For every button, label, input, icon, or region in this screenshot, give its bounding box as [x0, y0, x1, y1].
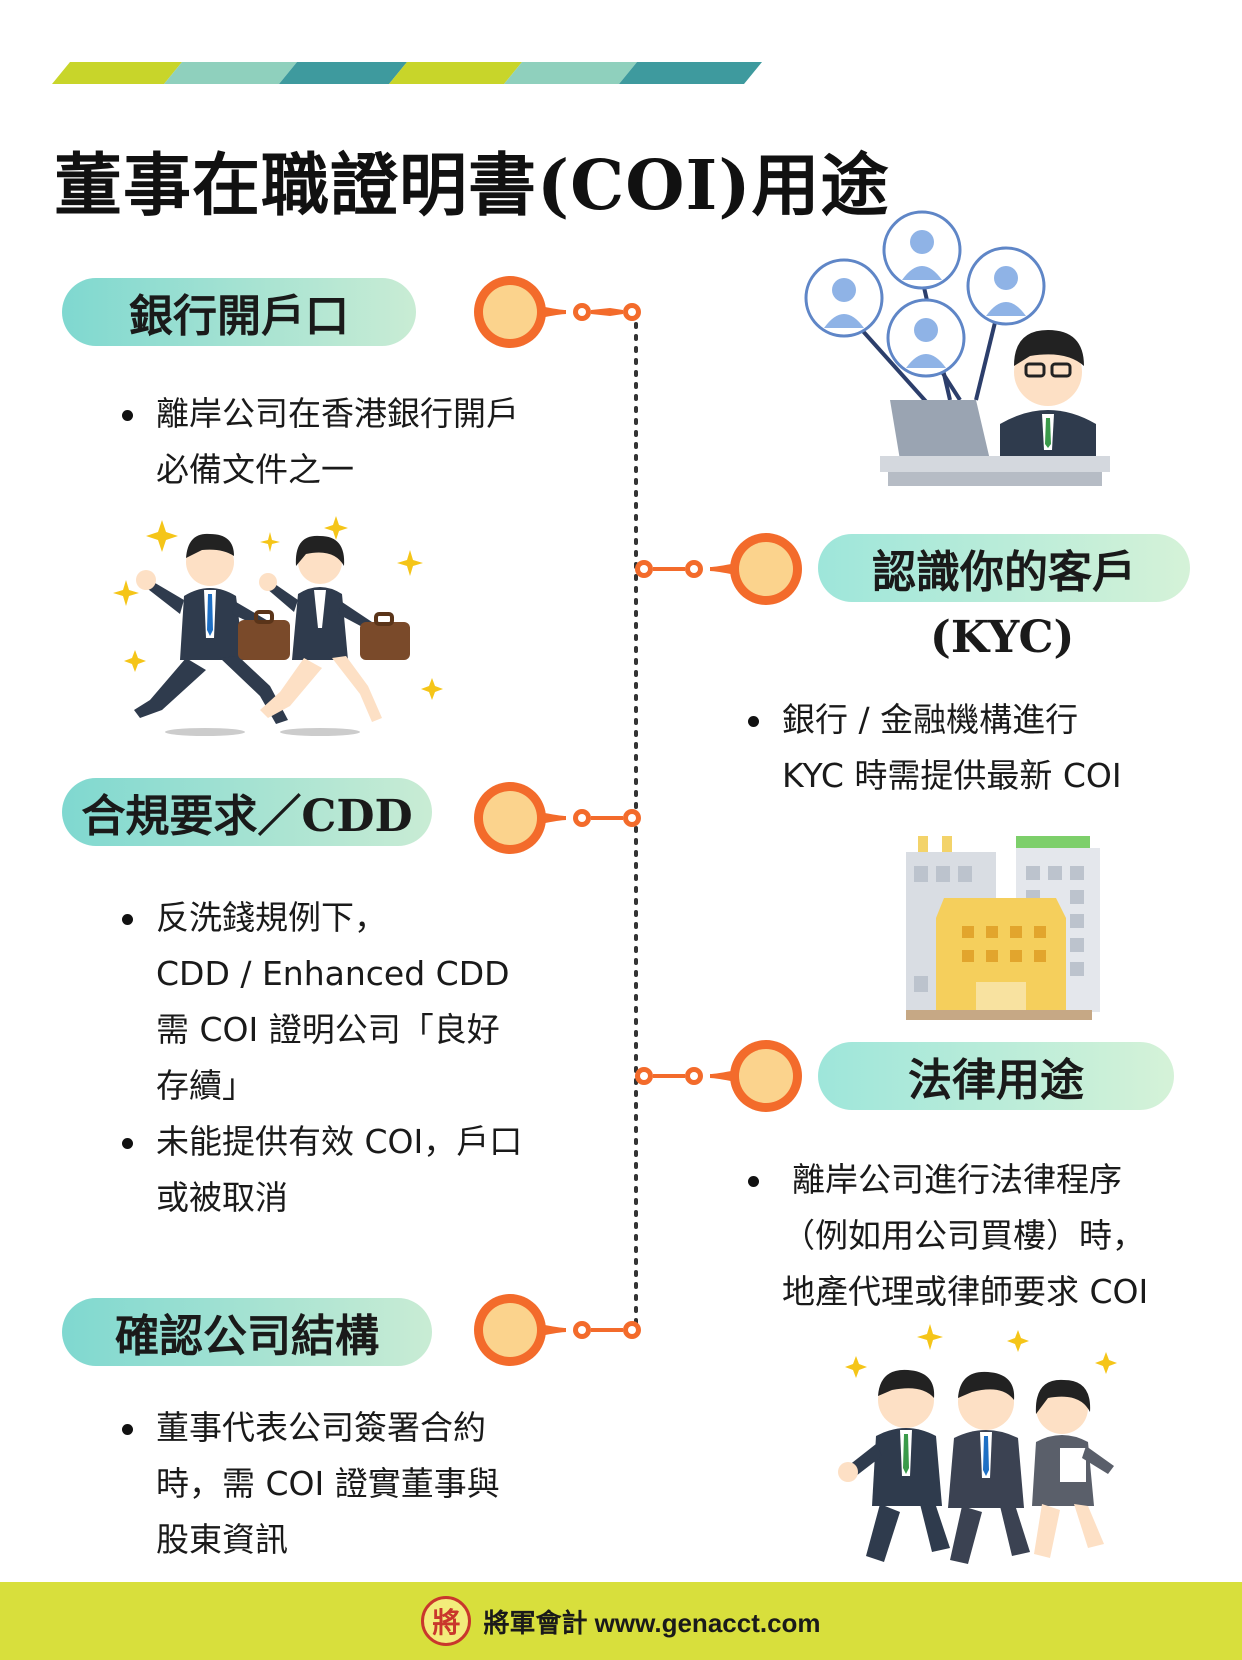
- legal-bullets: 離岸公司進行法律程序 （例如用公司買樓）時， 地產代理或律師要求 COI: [744, 1152, 1234, 1320]
- brand-logo-icon: 將: [421, 1596, 472, 1646]
- section-heading-kyc: 認識你的客戶: [818, 534, 1190, 602]
- footer-bar: 將 將軍會計 www.genacct.com: [0, 1582, 1242, 1660]
- office-buildings-icon: [906, 836, 1100, 1020]
- page-title: 董事在職證明書(COI)用途: [54, 146, 890, 226]
- section-heading-structure: 確認公司結構: [62, 1298, 432, 1366]
- list-item: 董事代表公司簽署合約 時，需 COI 證實董事與 股東資訊: [118, 1400, 588, 1568]
- list-item: 離岸公司在香港銀行開戶 必備文件之一: [118, 386, 578, 498]
- map-pin-icon: [474, 1294, 641, 1366]
- section-heading-legal: 法律用途: [818, 1042, 1174, 1110]
- list-item: 離岸公司進行法律程序 （例如用公司買樓）時， 地產代理或律師要求 COI: [744, 1152, 1234, 1320]
- map-pin-icon: [474, 276, 641, 348]
- footer-text: 將軍會計 www.genacct.com: [483, 1607, 821, 1638]
- network-users-icon: [804, 210, 1110, 486]
- map-pin-icon: [635, 533, 802, 605]
- section-heading-bank: 銀行開戶口: [62, 278, 416, 346]
- list-item: 銀行 / 金融機構進行 KYC 時需提供最新 COI: [744, 692, 1204, 804]
- list-item: 反洗錢規例下， CDD / Enhanced CDD 需 COI 證明公司「良好…: [118, 890, 588, 1114]
- running-business-people-icon: [113, 516, 443, 736]
- kyc-bullets: 銀行 / 金融機構進行 KYC 時需提供最新 COI: [744, 692, 1204, 804]
- bank-bullets: 離岸公司在香港銀行開戶 必備文件之一: [118, 386, 578, 498]
- structure-bullets: 董事代表公司簽署合約 時，需 COI 證實董事與 股東資訊: [118, 1400, 588, 1568]
- list-item: 未能提供有效 COI，戶口 或被取消: [118, 1114, 588, 1226]
- section-subheading-kyc: (KYC): [930, 612, 1075, 663]
- section-heading-compliance: 合規要求／CDD: [62, 778, 432, 846]
- top-stripe: [52, 62, 762, 84]
- compliance-bullets: 反洗錢規例下， CDD / Enhanced CDD 需 COI 證明公司「良好…: [118, 890, 588, 1226]
- celebrating-team-icon: [838, 1324, 1117, 1564]
- map-pin-icon: [474, 782, 641, 854]
- map-pin-icon: [635, 1040, 802, 1112]
